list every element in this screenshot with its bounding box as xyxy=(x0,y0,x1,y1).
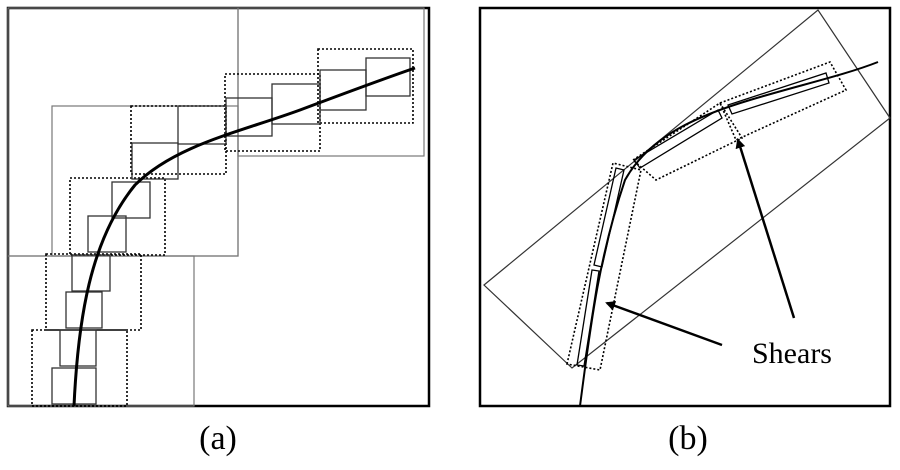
small-box-10 xyxy=(65,291,103,329)
oriented-dotted-1 xyxy=(566,162,642,371)
small-box-8 xyxy=(87,215,127,253)
small-box-4 xyxy=(225,97,273,137)
shear-arrow-2 xyxy=(735,138,796,319)
small-box-6 xyxy=(131,142,179,180)
dotted-box-1 xyxy=(317,48,414,124)
small-box-9 xyxy=(71,254,111,292)
panel-b-oriented-box xyxy=(483,9,891,369)
panel-b-dotted-boxes xyxy=(566,61,848,371)
small-box-2 xyxy=(319,69,367,111)
large-box-4 xyxy=(7,255,195,407)
panel-a-dotted-boxes xyxy=(31,48,414,407)
panel-b-thin-boxes xyxy=(576,72,830,367)
panel-b: Shears xyxy=(478,6,892,408)
shear-arrow-1 xyxy=(605,301,723,347)
dotted-box-4 xyxy=(69,177,166,256)
large-box-1 xyxy=(7,7,239,257)
small-box-7 xyxy=(111,181,151,219)
panel-b-curve xyxy=(579,61,879,407)
oriented-thin-4 xyxy=(727,72,830,115)
shears-label: Shears xyxy=(752,337,832,370)
oriented-thin-2 xyxy=(593,167,625,268)
oriented-thin-3 xyxy=(633,109,723,169)
caption-a: (a) xyxy=(199,420,237,457)
panel-a-large-boxes xyxy=(7,7,425,407)
large-box-2 xyxy=(237,7,425,157)
panel-a-curve xyxy=(72,66,416,407)
panel-b-frame xyxy=(478,6,892,408)
dotted-box-5 xyxy=(45,253,142,331)
oriented-dotted-3 xyxy=(718,61,848,142)
oriented-thin-1 xyxy=(576,269,600,367)
dotted-box-6 xyxy=(31,329,128,407)
panel-a xyxy=(6,6,431,408)
large-box-3 xyxy=(51,105,239,257)
caption-b: (b) xyxy=(668,420,708,457)
panel-a-small-boxes xyxy=(51,57,411,405)
